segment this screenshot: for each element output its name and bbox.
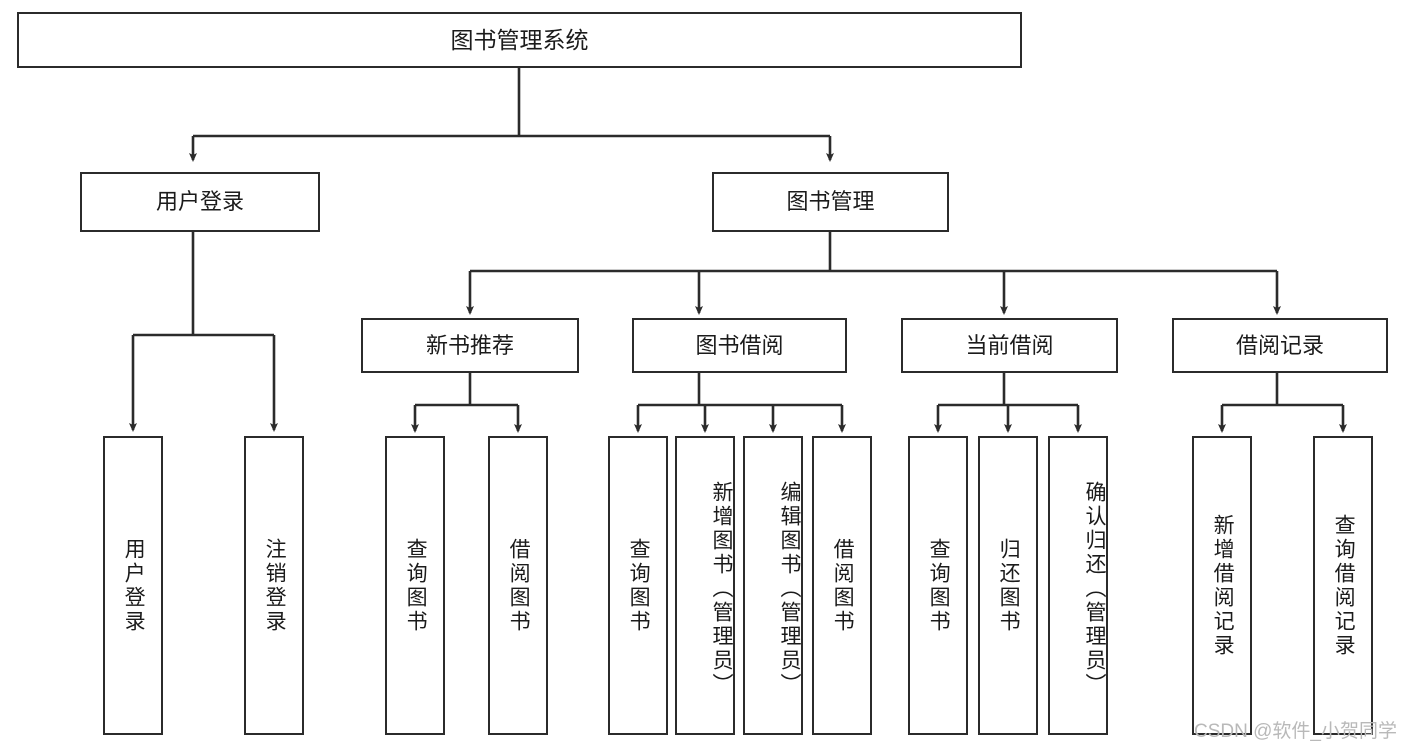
leaf-book-borrow-borrow-book[interactable]: 借阅图书 — [812, 436, 872, 735]
node-current-borrow[interactable]: 当前借阅 — [901, 318, 1118, 373]
node-label: 确认归还（管理员） — [1083, 480, 1106, 697]
node-label: 新增图书（管理员） — [710, 480, 733, 697]
leaf-book-borrow-add-book-admin[interactable]: 新增图书（管理员） — [675, 436, 735, 735]
node-borrow-record[interactable]: 借阅记录 — [1172, 318, 1388, 373]
node-label: 归还图书 — [997, 537, 1021, 634]
node-label: 图书管理 — [786, 189, 875, 215]
node-user-login[interactable]: 用户登录 — [80, 172, 320, 232]
node-label: 注销登录 — [263, 537, 287, 634]
watermark: CSDN @软件_小贺同学 — [1194, 721, 1397, 742]
node-label: 借阅记录 — [1235, 332, 1324, 358]
leaf-current-borrow-return-book[interactable]: 归还图书 — [978, 436, 1038, 735]
leaf-new-book-borrow-book[interactable]: 借阅图书 — [488, 436, 548, 735]
leaf-book-borrow-edit-book-admin[interactable]: 编辑图书（管理员） — [743, 436, 803, 735]
node-label: 借阅图书 — [507, 537, 531, 634]
node-label: 用户登录 — [122, 537, 146, 634]
node-book-borrow[interactable]: 图书借阅 — [632, 318, 847, 373]
node-label: 查询图书 — [927, 537, 951, 634]
node-label: 图书管理系统 — [450, 26, 589, 53]
node-label: 借阅图书 — [831, 537, 855, 634]
leaf-book-borrow-query-book[interactable]: 查询图书 — [608, 436, 668, 735]
node-book-management[interactable]: 图书管理 — [712, 172, 949, 232]
node-label: 查询图书 — [627, 537, 651, 634]
node-label: 编辑图书（管理员） — [778, 480, 801, 697]
node-root-book-management-system[interactable]: 图书管理系统 — [17, 12, 1022, 68]
leaf-borrow-record-add-record[interactable]: 新增借阅记录 — [1192, 436, 1252, 735]
node-new-book-recommend[interactable]: 新书推荐 — [361, 318, 579, 373]
node-label: 用户登录 — [155, 189, 244, 215]
leaf-user-login-login[interactable]: 用户登录 — [103, 436, 163, 735]
leaf-borrow-record-query-record[interactable]: 查询借阅记录 — [1313, 436, 1373, 735]
node-label: 查询借阅记录 — [1332, 513, 1356, 658]
node-label: 新书推荐 — [425, 332, 514, 358]
leaf-user-login-logout[interactable]: 注销登录 — [244, 436, 304, 735]
node-label: 当前借阅 — [965, 332, 1054, 358]
leaf-current-borrow-query-book[interactable]: 查询图书 — [908, 436, 968, 735]
node-label: 图书借阅 — [695, 332, 784, 358]
node-label: 查询图书 — [404, 537, 428, 634]
node-label: 新增借阅记录 — [1211, 513, 1235, 658]
leaf-current-borrow-confirm-return-admin[interactable]: 确认归还（管理员） — [1048, 436, 1108, 735]
leaf-new-book-query-book[interactable]: 查询图书 — [385, 436, 445, 735]
